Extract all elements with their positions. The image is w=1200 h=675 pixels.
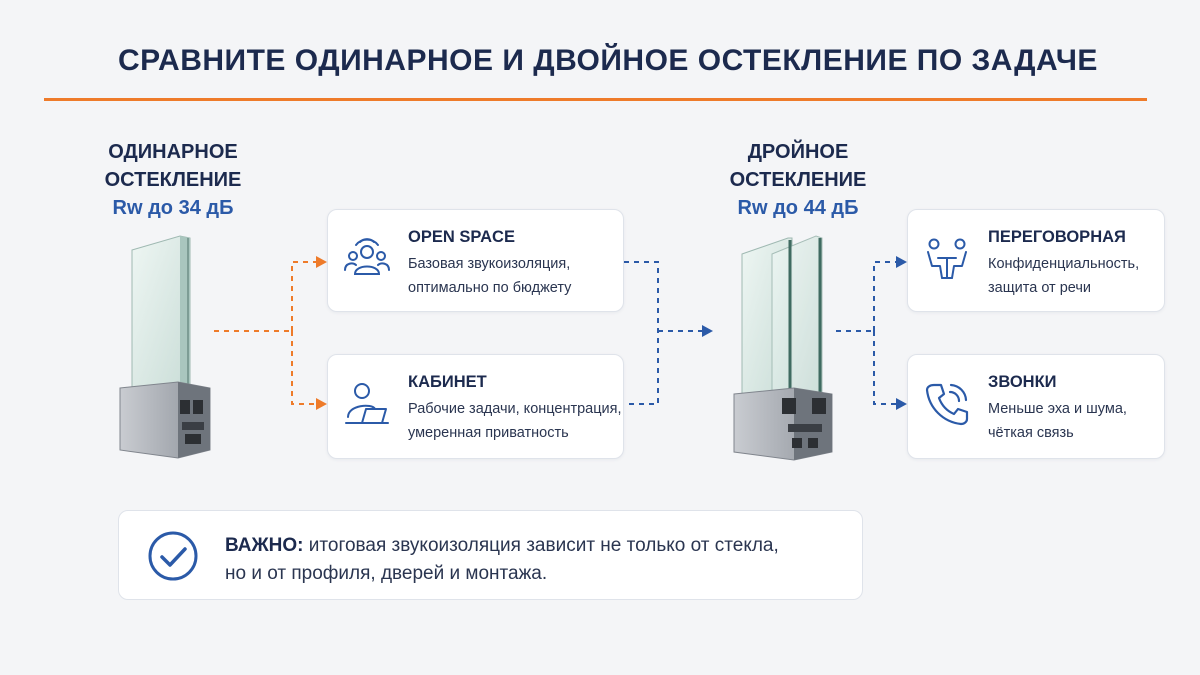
middle-connector-bracket [624,261,659,405]
calls-card: ЗВОНКИ Меньше эха и шума, чёткая связь [907,354,1165,459]
open-space-description: Базовая звукоизоляция, оптимально по бюд… [408,252,571,300]
meeting-room-description: Конфиденциальность, защита от речи [988,252,1139,300]
calls-line1: Меньше эха и шума, [988,401,1127,417]
single-glazing-rating: Rw до 34 дБ [112,197,234,219]
person-at-laptop-icon [345,383,389,424]
cabinet-title: КАБИНЕТ [408,373,487,391]
important-note: ВАЖНО: итоговая звукоизоляция зависит не… [118,510,863,600]
meeting-room-card: ПЕРЕГОВОРНАЯ Конфиденциальность, защита … [907,209,1165,312]
single-glazing-illustration [119,235,211,459]
important-note-text: ВАЖНО: итоговая звукоизоляция зависит не… [225,532,779,588]
double-glazing-line2: ОСТЕКЛЕНИЕ [729,169,867,191]
open-space-title: OPEN SPACE [408,228,515,246]
arrowhead-icon [316,256,327,268]
single-glazing-line1: ОДИНАРНОЕ [108,141,238,163]
meeting-room-title: ПЕРЕГОВОРНАЯ [988,228,1126,246]
cabinet-card: КАБИНЕТ Рабочие задачи, концентрация, ум… [327,354,624,459]
important-note-line2: но и от профиля, дверей и монтажа. [225,563,548,584]
double-glazing-line1: ДРОЙНОЕ [747,141,849,163]
check-circle-icon [148,531,198,581]
single-glazing-heading: ОДИНАРНОЕ ОСТЕКЛЕНИЕ Rw до 34 дБ [78,138,268,222]
meeting-room-line1: Конфиденциальность, [988,256,1140,272]
double-connector-to-calls [873,331,896,405]
cabinet-line2: умеренная приватность [408,425,569,441]
arrowhead-icon [702,325,713,337]
open-space-line2: оптимально по бюджету [408,280,572,296]
open-space-line1: Базовая звукоизоляция, [408,256,571,272]
open-space-card: OPEN SPACE Базовая звукоизоляция, оптима… [327,209,624,312]
single-connector-to-openspace [291,261,316,331]
double-glazing-heading: ДРОЙНОЕ ОСТЕКЛЕНИЕ Rw до 44 дБ [703,138,893,222]
phone-icon [925,383,969,426]
cabinet-description: Рабочие задачи, концентрация, умеренная … [408,397,622,445]
calls-title: ЗВОНКИ [988,373,1057,391]
single-glazing-line2: ОСТЕКЛЕНИЕ [104,169,242,191]
arrowhead-icon [316,398,327,410]
double-glazing-illustration [733,235,833,461]
calls-description: Меньше эха и шума, чёткая связь [988,397,1127,445]
arrowhead-icon [896,398,907,410]
single-connector-to-cabinet [291,331,316,405]
arrowhead-icon [896,256,907,268]
cabinet-line1: Рабочие задачи, концентрация, [408,401,622,417]
important-note-line1: итоговая звукоизоляция зависит не только… [303,535,779,556]
double-connector-to-meeting [873,261,896,331]
meeting-room-line2: защита от речи [988,280,1092,296]
title-divider [44,98,1147,101]
calls-line2: чёткая связь [988,425,1074,441]
team-icon [344,238,390,275]
double-glazing-rating: Rw до 44 дБ [737,197,859,219]
meeting-table-icon [927,238,967,279]
page-title: СРАВНИТЕ ОДИНАРНОЕ И ДВОЙНОЕ ОСТЕКЛЕНИЕ … [118,44,1098,77]
important-note-lead: ВАЖНО: [225,535,304,556]
